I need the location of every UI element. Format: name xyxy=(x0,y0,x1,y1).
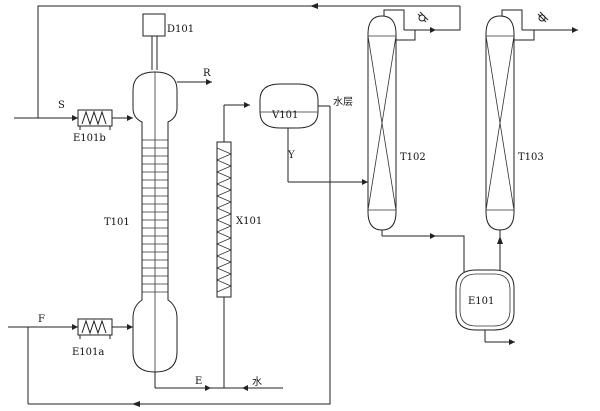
e101b-heater xyxy=(77,109,113,130)
label-t101: T101 xyxy=(104,217,130,228)
label-x101: X101 xyxy=(236,216,262,227)
water-inlet-bottom xyxy=(218,385,283,391)
label-water-bottom: 水 xyxy=(252,376,262,388)
label-e101b: E101b xyxy=(73,133,106,144)
f-feed-line xyxy=(8,324,133,404)
t101-column xyxy=(132,13,218,391)
label-y: Y xyxy=(287,150,295,161)
x101-reactor xyxy=(215,102,250,388)
e101-vessel xyxy=(455,269,515,345)
label-e101a: E101a xyxy=(72,347,104,358)
s-feed-line xyxy=(14,110,133,121)
label-d101: D101 xyxy=(167,24,194,35)
e101a-heater xyxy=(77,318,113,339)
label-t102: T102 xyxy=(400,152,426,163)
label-s: S xyxy=(58,100,65,111)
label-r: R xyxy=(203,68,211,79)
t102-column xyxy=(367,9,465,272)
label-e101: E101 xyxy=(468,296,494,307)
t101-trays xyxy=(142,139,168,293)
top-recycle-line xyxy=(37,3,461,110)
label-f: F xyxy=(38,314,45,325)
v101-decanter xyxy=(259,83,368,185)
label-v101: V101 xyxy=(271,110,298,121)
label-e-bottom: E xyxy=(195,376,202,387)
label-water-layer: 水层 xyxy=(333,96,353,108)
t103-column xyxy=(485,9,578,272)
bottom-recycle-line xyxy=(28,180,331,407)
label-t103: T103 xyxy=(518,152,544,163)
